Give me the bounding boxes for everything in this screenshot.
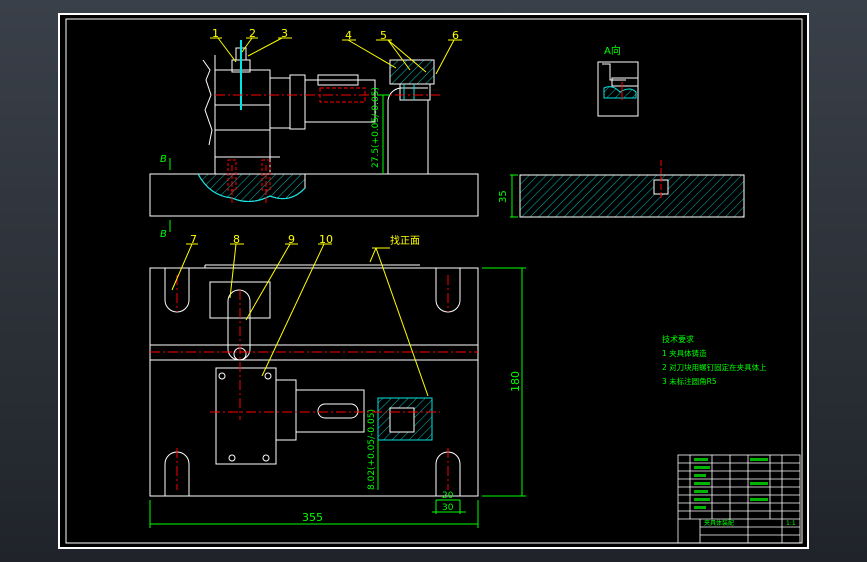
balloon-5: 5: [380, 29, 387, 42]
tech-req-item-2: 2 对刀块用螺钉固定在夹具体上: [662, 362, 767, 372]
dim-355-text: 355: [302, 511, 323, 524]
tech-req-item-1: 1 夹具体铸造: [662, 348, 707, 358]
a-view: [597, 61, 639, 117]
tech-requirements: 技术要求 1 夹具体铸造 2 对刀块用螺钉固定在夹具体上 3 未标注圆角R5: [662, 334, 767, 386]
title-block-name: 夹具体装配: [704, 519, 734, 527]
balloon-7: 7: [190, 233, 197, 246]
tech-req-heading: 技术要求: [662, 334, 694, 344]
balloon-6: 6: [452, 29, 459, 42]
dim-27-5: 27.5(+0.05/-0.05): [371, 87, 390, 174]
balloons-bottom: [171, 243, 429, 397]
clamp-block: [389, 59, 435, 85]
balloon-4: 4: [345, 29, 352, 42]
balloon-10: 10: [319, 233, 333, 246]
a-view-label: A向: [604, 44, 621, 57]
section-b-b: [510, 160, 745, 218]
dim-27-5-text: 27.5(+0.05/-0.05): [371, 87, 381, 168]
sheet-border: [58, 13, 809, 549]
section-mark-b-bottom: B: [160, 229, 167, 240]
balloon-8: 8: [233, 233, 240, 246]
dims-top-view: [149, 267, 526, 528]
reference-face-label: 找正面: [390, 234, 420, 247]
balloon-9: 9: [288, 233, 295, 246]
tech-req-item-3: 3 未标注圆角R5: [662, 376, 717, 386]
balloon-1: 1: [212, 27, 219, 40]
dim-8-02-text: 8.02(+0.05/-0.05): [367, 409, 377, 490]
title-block-scale: 1:1: [786, 520, 796, 527]
balloon-3: 3: [281, 27, 288, 40]
base-plate: [149, 173, 479, 217]
dim-35-text: 35: [498, 190, 509, 203]
balloons-top: [210, 37, 462, 75]
dim-20-text: 20: [442, 491, 454, 501]
drawing-frame: [65, 18, 803, 544]
dim-30-text: 30: [442, 503, 454, 513]
dim-180-text: 180: [509, 371, 522, 392]
front-view: [149, 40, 479, 217]
balloon-2: 2: [249, 27, 256, 40]
section-mark-b-top: B: [160, 154, 167, 165]
title-block: [677, 454, 801, 544]
